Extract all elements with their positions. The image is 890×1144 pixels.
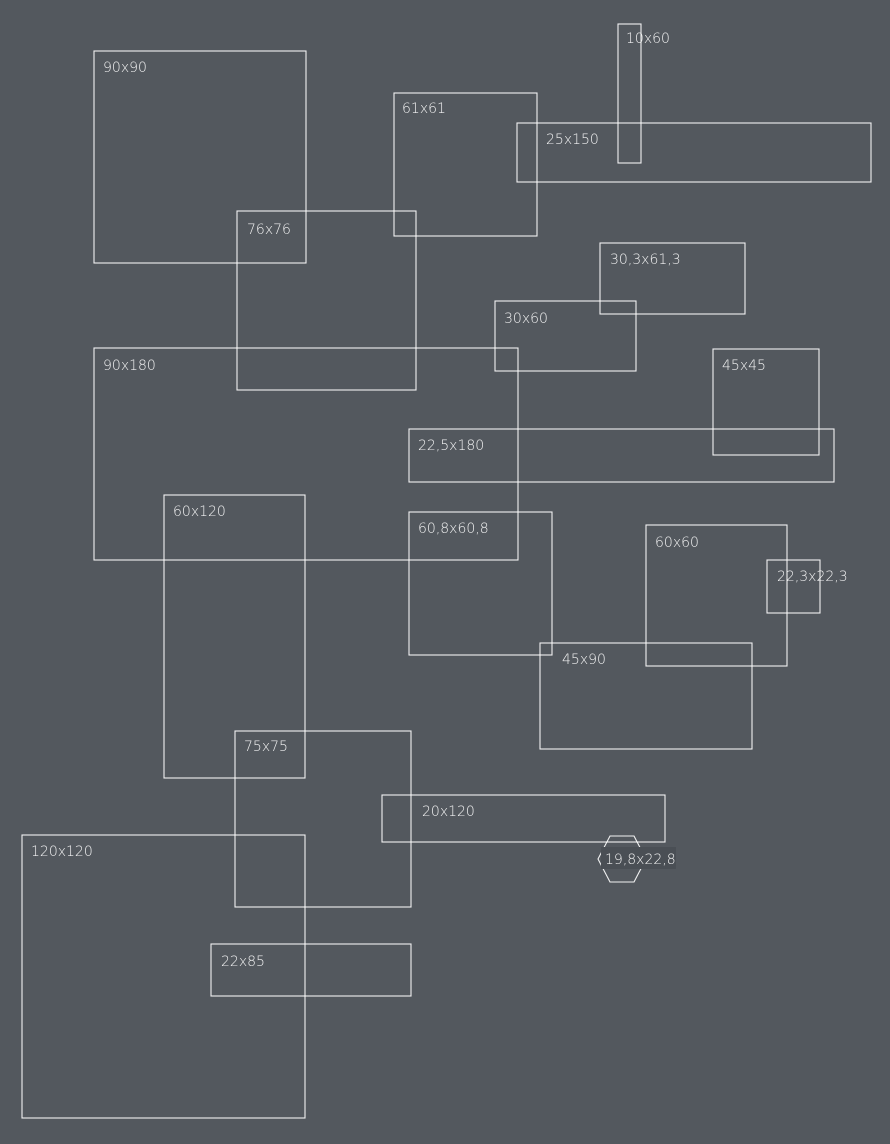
table-90x180[interactable]: 90x180	[93, 347, 519, 561]
table-outline	[381, 794, 666, 843]
table-45x45[interactable]: 45x45	[712, 348, 820, 456]
table-label: 25x150	[546, 132, 599, 148]
table-label: 19,8x22,8	[605, 852, 676, 868]
table-label: 45x90	[562, 652, 606, 668]
table-label: 20x120	[422, 804, 475, 820]
stool-hexagon-19-8x22-8[interactable]: 19,8x22,8	[597, 835, 676, 883]
table-60-8x60-8[interactable]: 60,8x60,8	[408, 511, 553, 656]
table-45x90[interactable]: 45x90	[539, 642, 753, 750]
table-22x85[interactable]: 22x85	[210, 943, 412, 997]
table-outline	[234, 730, 412, 908]
table-outline	[393, 92, 538, 237]
table-label: 120x120	[31, 844, 93, 860]
table-label: 22,3x22,3	[777, 569, 848, 585]
table-10x60[interactable]: 10x60	[617, 23, 670, 164]
table-22-5x180[interactable]: 22,5x180	[408, 428, 835, 483]
table-20x120[interactable]: 20x120	[381, 794, 666, 843]
table-label: 60,8x60,8	[418, 521, 489, 537]
table-outline	[645, 524, 788, 667]
table-outline	[617, 23, 642, 164]
table-outline	[766, 559, 821, 614]
table-outline	[494, 300, 637, 372]
label-background	[601, 847, 676, 869]
table-label: 90x90	[103, 60, 147, 76]
table-outline	[93, 347, 519, 561]
table-label: 22x85	[221, 954, 265, 970]
table-25x150[interactable]: 25x150	[516, 122, 872, 183]
table-60x60[interactable]: 60x60	[645, 524, 788, 667]
table-90x90[interactable]: 90x90	[93, 50, 307, 264]
table-label: 76x76	[247, 222, 291, 238]
table-30x60[interactable]: 30x60	[494, 300, 637, 372]
table-outline	[236, 210, 417, 391]
table-outline	[408, 428, 835, 483]
table-61x61[interactable]: 61x61	[393, 92, 538, 237]
table-label: 90x180	[103, 358, 156, 374]
table-outline	[599, 242, 746, 315]
table-label: 10x60	[626, 31, 670, 47]
table-outline	[539, 642, 753, 750]
table-outline	[516, 122, 872, 183]
table-label: 60x120	[173, 504, 226, 520]
table-label: 30,3x61,3	[610, 252, 681, 268]
table-label: 30x60	[504, 311, 548, 327]
table-outline	[210, 943, 412, 997]
table-outline	[712, 348, 820, 456]
table-76x76[interactable]: 76x76	[236, 210, 417, 391]
table-outline	[21, 834, 306, 1119]
table-outline	[408, 511, 553, 656]
table-22-3x22-3[interactable]: 22,3x22,3	[766, 559, 848, 614]
table-label: 60x60	[655, 535, 699, 551]
table-label: 45x45	[722, 358, 766, 374]
table-30-3x61-3[interactable]: 30,3x61,3	[599, 242, 746, 315]
table-label: 61x61	[402, 101, 446, 117]
table-outline	[93, 50, 307, 264]
table-120x120[interactable]: 120x120	[21, 834, 306, 1119]
table-label: 75x75	[244, 739, 288, 755]
table-75x75[interactable]: 75x75	[234, 730, 412, 908]
table-label: 22,5x180	[418, 438, 484, 454]
